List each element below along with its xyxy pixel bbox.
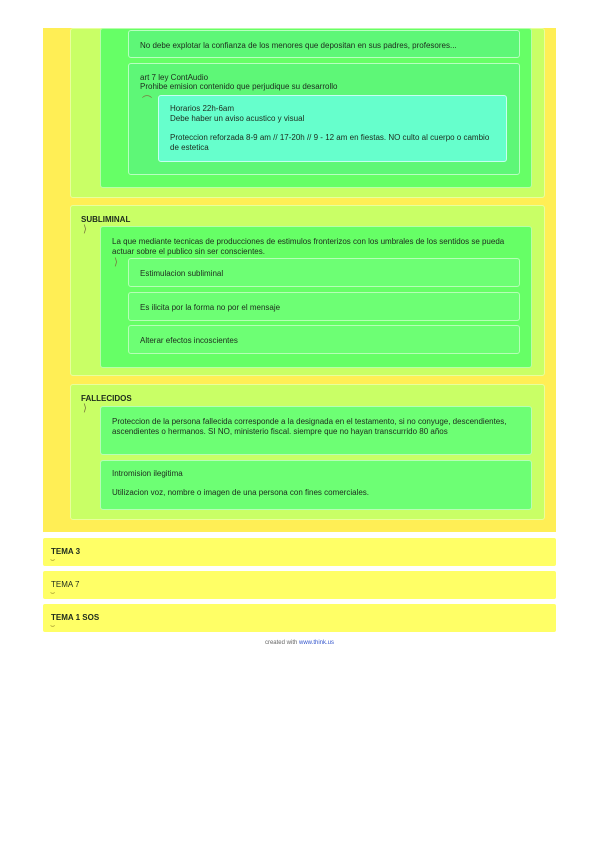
node-intromision[interactable]: Intromision ilegitima Utilizacion voz, n… (100, 460, 532, 510)
tema-label: TEMA 1 SOS (51, 613, 100, 622)
tema-label: TEMA 7 (51, 580, 80, 589)
chevron-down-icon[interactable]: ⌣ (50, 555, 56, 564)
node-text: Alterar efectos incoscientes (140, 336, 238, 345)
chevron-down-icon[interactable]: ⌣ (50, 588, 56, 597)
node-text: La que mediante tecnicas de producciones… (112, 237, 505, 256)
node-text: Es ilicita por la forma no por el mensaj… (140, 303, 281, 312)
tema-1-sos-bar[interactable]: TEMA 1 SOS ⌣ (43, 604, 556, 632)
section-title: FALLECIDOS (81, 394, 132, 403)
node-text-line1: Horarios 22h-6am (170, 104, 235, 113)
node-text: Estimulacion subliminal (140, 269, 224, 278)
node-estimulacion-subliminal[interactable]: Estimulacion subliminal (128, 258, 520, 287)
node-text-line1: art 7 ley ContAudio (140, 73, 209, 82)
node-text-line3: Proteccion reforzada 8-9 am // 17-20h //… (170, 133, 490, 152)
section-title: SUBLIMINAL (81, 215, 131, 224)
node-text-line2: Utilizacion voz, nombre o imagen de una … (112, 488, 370, 497)
footer-prefix: created with (264, 640, 298, 646)
node-no-explotar[interactable]: No debe explotar la confianza de los men… (128, 30, 520, 58)
node-text: No debe explotar la confianza de los men… (140, 41, 457, 50)
tema-label: TEMA 3 (51, 547, 81, 556)
node-text-line1: Intromision ilegitima (112, 469, 183, 478)
tema-3-bar[interactable]: TEMA 3 ⌣ (43, 538, 556, 566)
brace-connector-icon: ⟩ (114, 257, 118, 268)
footer-link[interactable]: www.think.us (299, 640, 335, 646)
node-proteccion-fallecida[interactable]: Proteccion de la persona fallecida corre… (100, 406, 532, 455)
node-es-ilicita[interactable]: Es ilicita por la forma no por el mensaj… (128, 292, 520, 321)
node-alterar-efectos[interactable]: Alterar efectos incoscientes (128, 325, 520, 354)
node-horarios[interactable]: Horarios 22h-6am Debe haber un aviso acu… (158, 95, 507, 162)
chevron-down-icon[interactable]: ⌣ (50, 621, 56, 630)
brace-connector-icon: ⟩ (83, 403, 87, 414)
footer-credit: created with www.think.us (0, 640, 599, 646)
node-text: Proteccion de la persona fallecida corre… (112, 417, 507, 436)
node-text-line2: Prohibe emision contenido que perjudique… (140, 82, 338, 91)
node-text-line2: Debe haber un aviso acustico y visual (170, 114, 305, 123)
brace-connector-icon: ⌒ (142, 96, 152, 107)
tema-7-bar[interactable]: TEMA 7 ⌣ (43, 571, 556, 599)
brace-connector-icon: ⟩ (83, 224, 87, 235)
